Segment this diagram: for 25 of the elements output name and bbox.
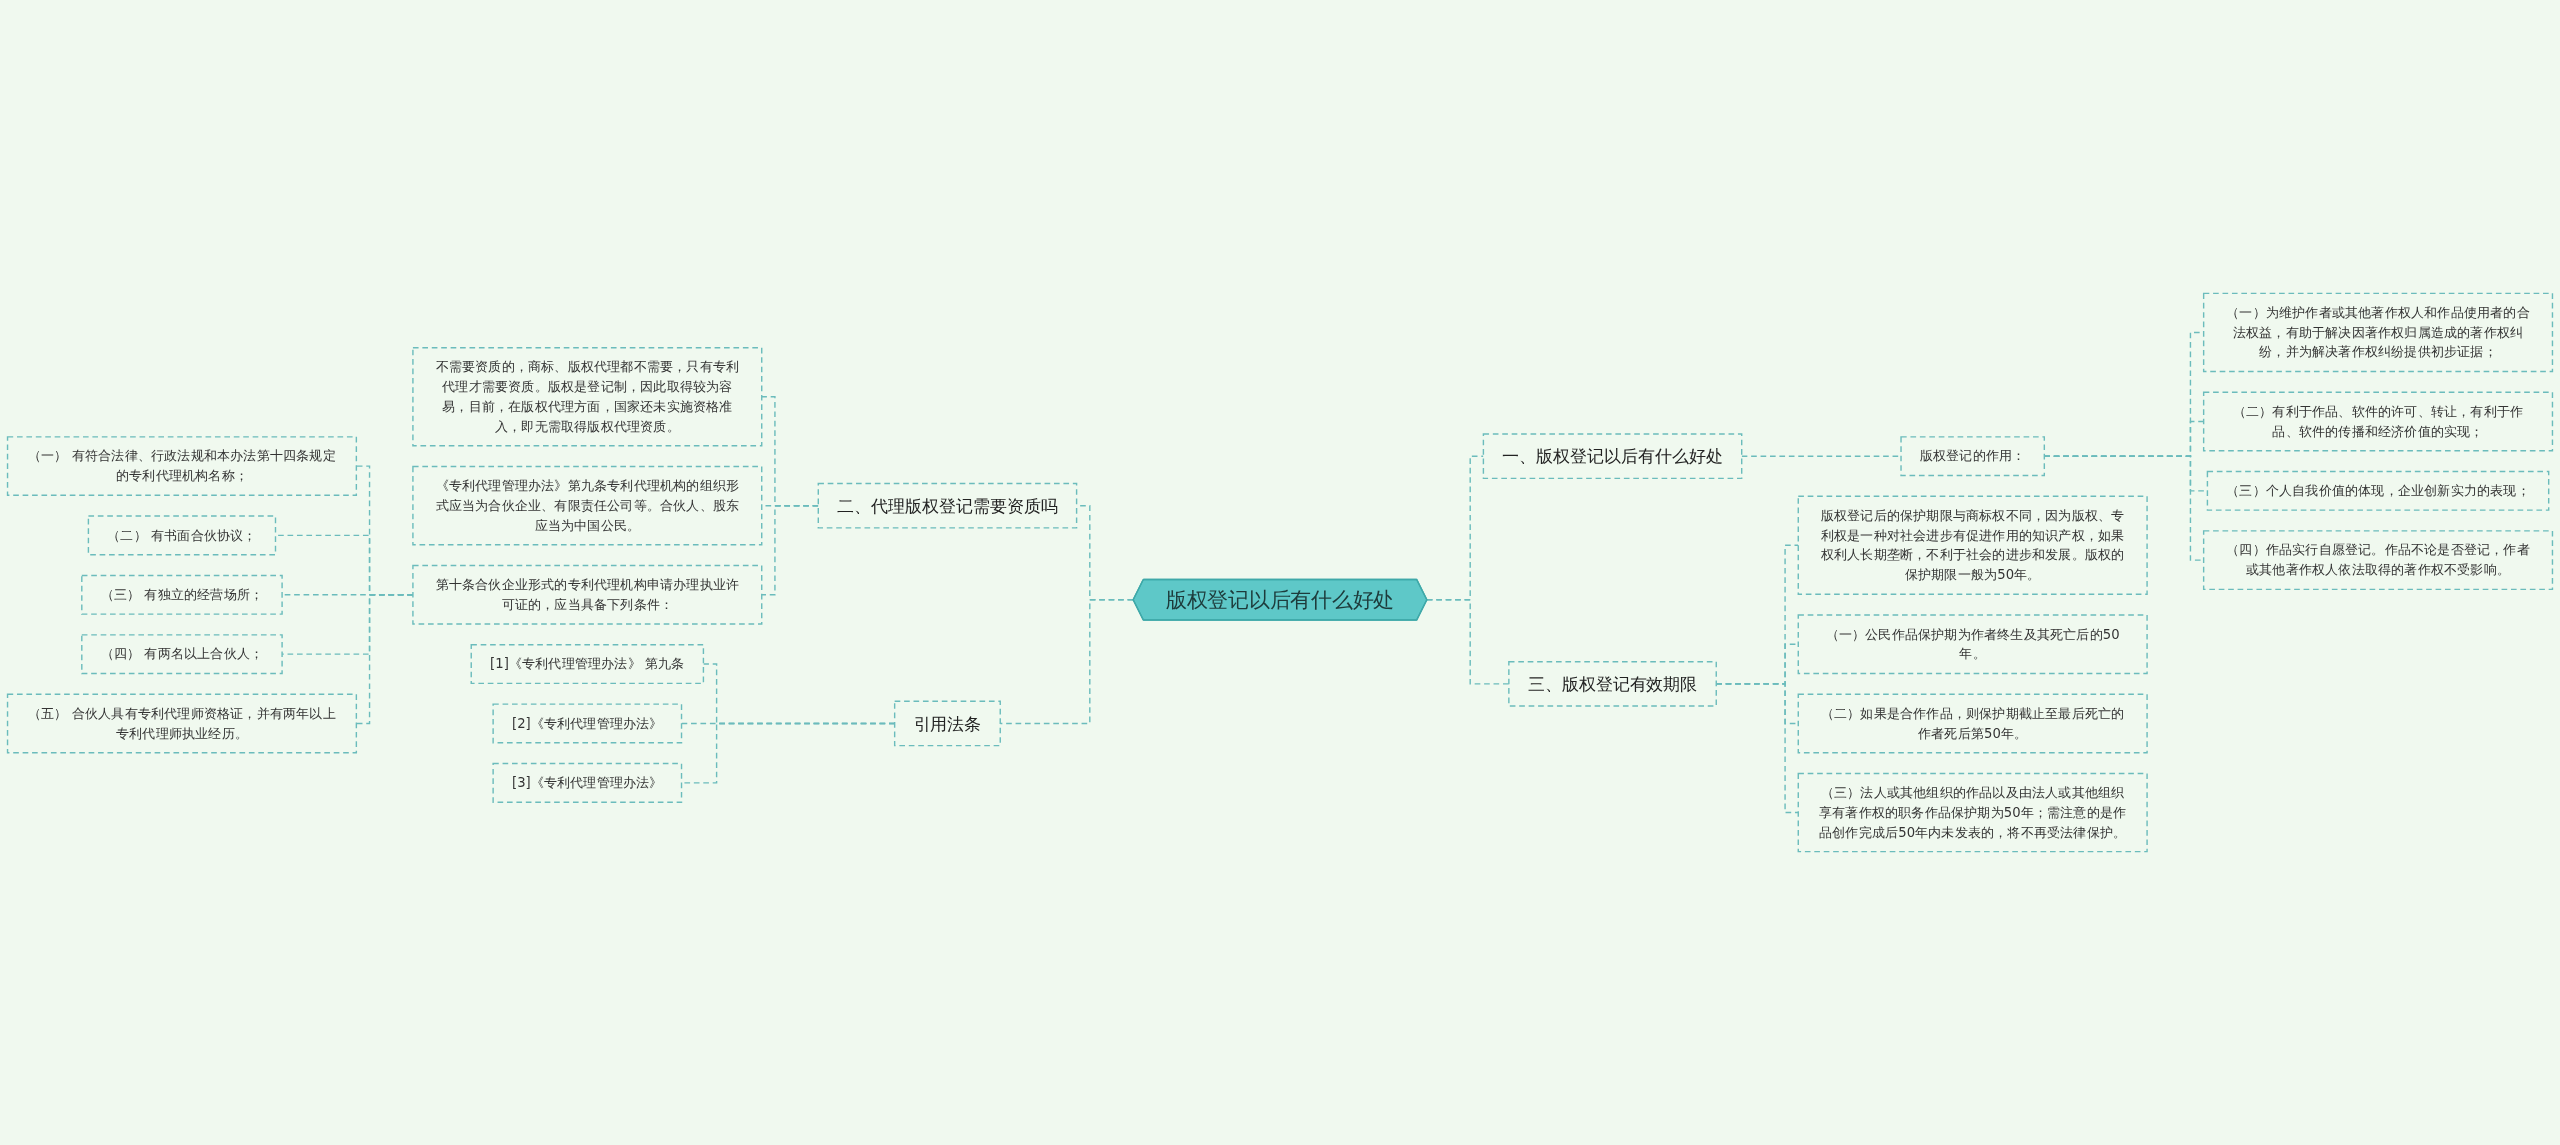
node-box: （三） 有独立的经营场所； [81, 574, 283, 615]
node-box: （二） 有书面合伙协议； [87, 515, 277, 556]
node-box: （二）如果是合作作品，则保护期截止至最后死亡的作者死后第50年。 [1797, 693, 2148, 754]
node-box: 二、代理版权登记需要资质吗 [817, 482, 1078, 529]
node-box: 《专利代理管理办法》第九条专利代理机构的组织形式应当为合伙企业、有限责任公司等。合伙人、股东应当为中国公民。 [412, 465, 763, 546]
node-box: （三）个人自我价值的体现，企业创新实力的表现； [2206, 470, 2550, 511]
node-box: 引用法条 [893, 700, 1001, 747]
connector [761, 504, 819, 596]
node-box: [1]《专利代理管理办法》 第九条 [470, 644, 705, 685]
node-box: （五） 合伙人具有专利代理师资格证，并有两年以上专利代理师执业经历。 [6, 693, 358, 754]
node-box: （一） 有符合法律、行政法规和本办法第十四条规定的专利代理机构名称； [6, 436, 358, 496]
node-box: 版权登记的作用： [1900, 436, 2046, 477]
node-box: （四） 有两名以上合伙人； [81, 634, 283, 675]
node-box: （二）有利于作品、软件的许可、转让，有利于作品、软件的传播和经济价值的实现； [2202, 391, 2554, 452]
node-box: （四）作品实行自愿登记。作品不论是否登记，作者或其他著作权人依法取得的著作权不受影响。 [2202, 530, 2554, 591]
node-box: （一）为维护作者或其他著作权人和作品使用者的合法权益，有助于解决因著作权归属造成的著作权纠纷，并为解决著作权纠纷提供初步证据； [2202, 292, 2554, 373]
node-box: 第十条合伙企业形式的专利代理机构申请办理执业许可证的，应当具备下列条件： [412, 564, 763, 625]
node-box: [2]《专利代理管理办法》 [492, 703, 683, 744]
node-box: （一）公民作品保护期为作者终生及其死亡后的50年。 [1797, 614, 2148, 675]
node-box: 版权登记后的保护期限与商标权不同，因为版权、专利权是一种对社会进步有促进作用的知识产权，如果权利人长期垄断，不利于社会的进步和发展。版权的保护期限一般为50年。 [1797, 495, 2148, 595]
node-box: 不需要资质的，商标、版权代理都不需要，只有专利代理才需要资质。版权是登记制，因此取得较为容易，目前，在版权代理方面，国家还未实施资格准入，即无需取得版权代理资质。 [412, 347, 763, 447]
node-box: 三、版权登记有效期限 [1508, 661, 1717, 707]
node-box: [3]《专利代理管理办法》 [492, 762, 683, 803]
node-box: 一、版权登记以后有什么好处 [1482, 433, 1743, 480]
node-box: （三）法人或其他组织的作品以及由法人或其他组织享有著作权的职务作品保护期为50年；需注意的是作品创作完成后50年内未发表的，将不再受法律保护。 [1797, 772, 2148, 853]
